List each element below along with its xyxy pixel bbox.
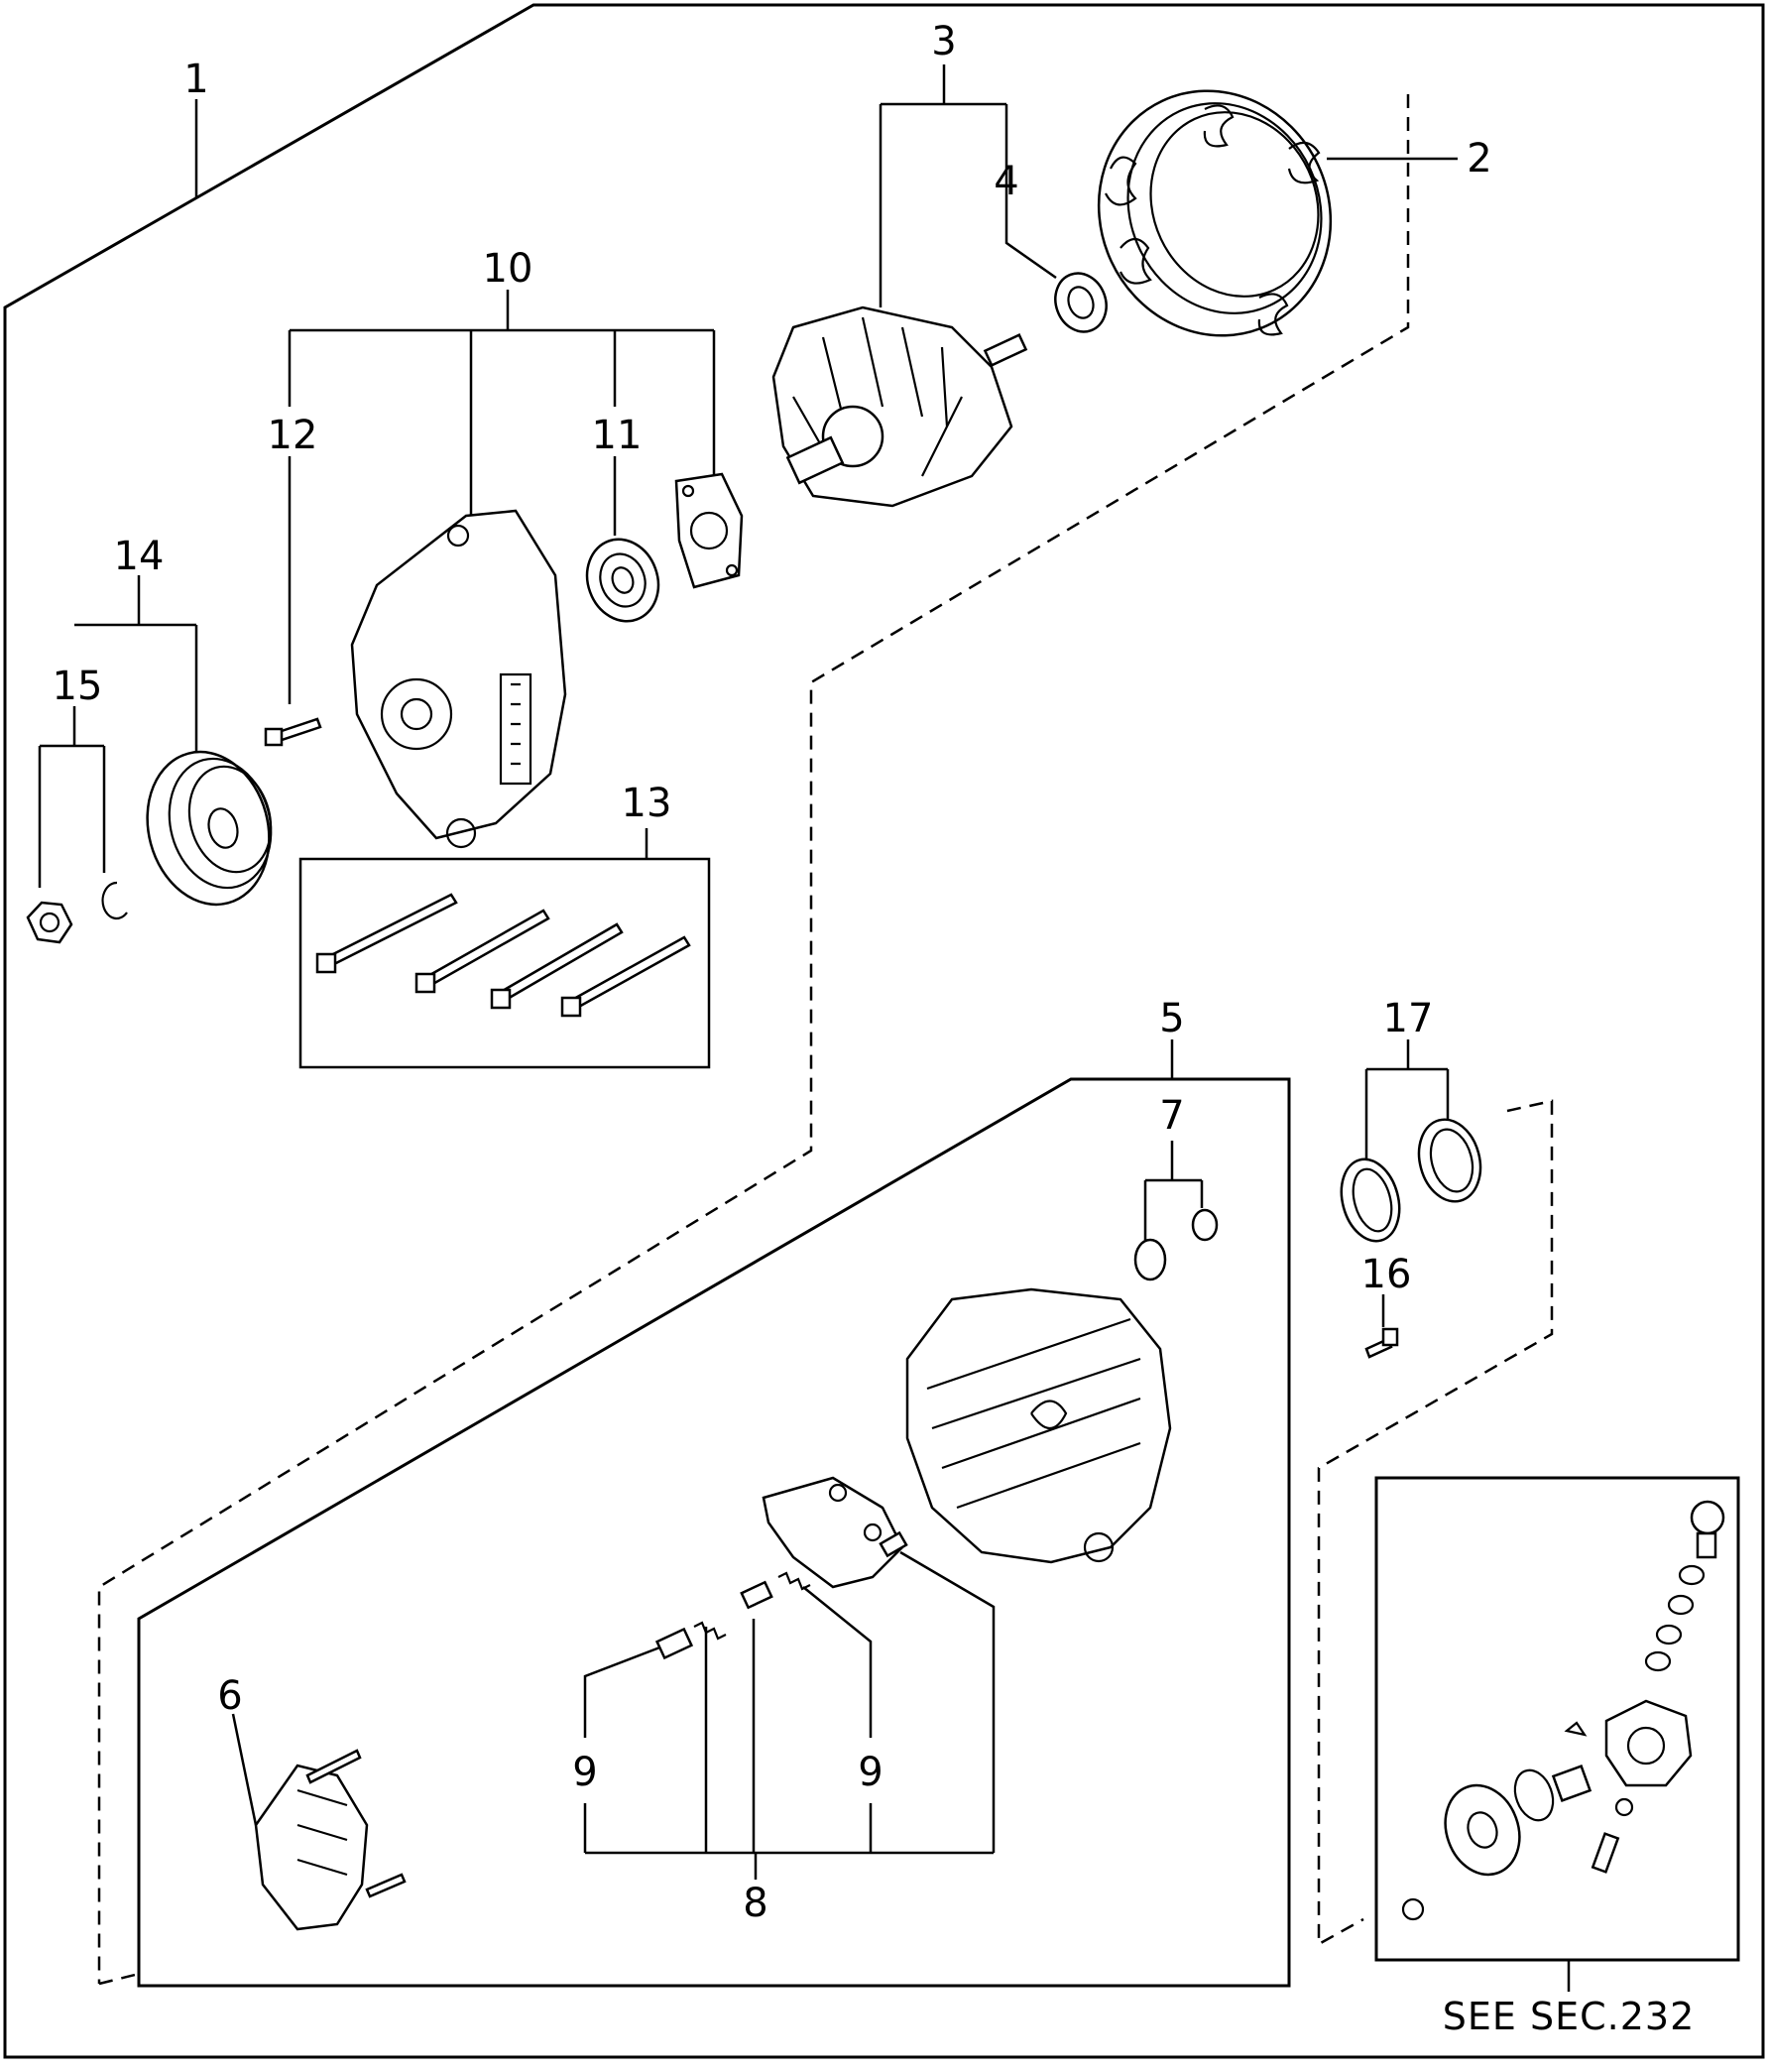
assembly-dashed-outline [97, 94, 1554, 1986]
housing-screw [264, 717, 322, 747]
callout-13: 13 [622, 781, 672, 826]
callout-5: 5 [1159, 996, 1184, 1041]
front-housing [350, 509, 567, 849]
callout-12: 12 [268, 413, 318, 458]
front-bearing [585, 538, 660, 623]
callout-3: 3 [931, 19, 956, 64]
callout-17: 17 [1383, 996, 1434, 1041]
rectifier [254, 1749, 407, 1931]
pulley-nut [26, 901, 73, 944]
outer-frame [3, 3, 1765, 2059]
callout-14: 14 [114, 534, 165, 579]
rear-bearing [1054, 272, 1108, 333]
insulator-rings [1340, 1118, 1482, 1243]
callout-9-left: 9 [572, 1750, 597, 1795]
callout-6: 6 [217, 1673, 242, 1719]
bushings [1133, 1208, 1219, 1281]
leader-lines [38, 64, 1571, 1992]
brushes-and-springs [654, 1571, 811, 1660]
callout-labels: 1 2 3 4 10 12 11 14 15 13 5 17 7 16 6 9 … [53, 19, 1696, 2038]
rotor [771, 305, 1028, 508]
callout-4: 4 [994, 159, 1018, 204]
bearing-retainer-plate [674, 472, 744, 589]
callout-1: 1 [183, 57, 208, 102]
terminal-bolt [1364, 1327, 1399, 1359]
callout-15: 15 [53, 664, 103, 709]
brush-holder [762, 1476, 908, 1589]
lock-washer [101, 881, 128, 920]
kit-box-13 [298, 857, 711, 1069]
callout-8: 8 [743, 1881, 767, 1926]
see-section-reference: SEE SEC.232 [1443, 1995, 1696, 2038]
stator [1097, 89, 1333, 337]
callout-9-right: 9 [858, 1750, 883, 1795]
callout-7: 7 [1159, 1093, 1184, 1139]
rear-housing [905, 1287, 1172, 1564]
kit-box-see-sec [1374, 1476, 1740, 1962]
callout-16: 16 [1361, 1252, 1412, 1297]
through-bolts [315, 893, 691, 1018]
callout-10: 10 [483, 246, 533, 292]
kit-box-5 [137, 1077, 1291, 1988]
vacuum-pump-parts [1401, 1500, 1725, 1921]
pulley [146, 750, 273, 907]
callout-11: 11 [592, 413, 643, 458]
callout-2: 2 [1467, 136, 1491, 182]
